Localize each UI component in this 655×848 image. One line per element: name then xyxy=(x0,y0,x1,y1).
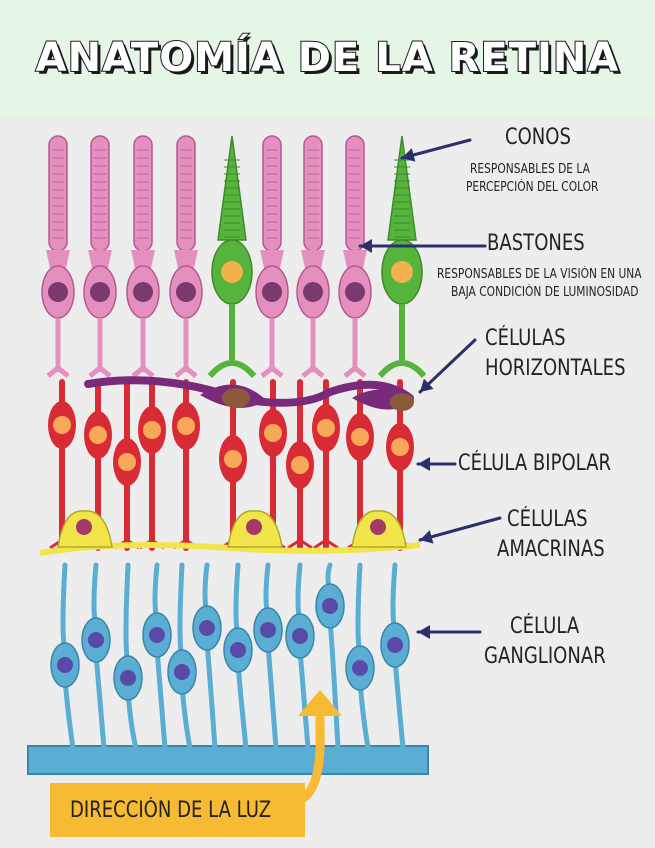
bipolar-terminal xyxy=(287,538,313,550)
rod-inner-segment xyxy=(301,250,325,268)
bipolar-nucleus xyxy=(317,419,335,437)
ganglion-nucleus xyxy=(292,628,308,644)
amacrine-nucleus xyxy=(246,519,262,535)
pointer-arrow-line xyxy=(418,516,502,542)
amacrine-nucleus xyxy=(370,519,386,535)
label-ganglionar-1: CÉLULA xyxy=(510,614,580,639)
rod-terminal xyxy=(46,318,70,378)
page-title: ANATOMÍA DE LA RETINA xyxy=(35,34,620,82)
ganglion-process xyxy=(202,562,218,751)
rod-nucleus xyxy=(176,282,196,302)
rod-inner-segment xyxy=(88,250,112,268)
label-horizontales-1: CÉLULAS xyxy=(485,326,566,351)
ganglion-nucleus xyxy=(174,664,190,680)
rod-outer-segment xyxy=(303,135,323,252)
cone-nucleus xyxy=(221,261,243,283)
rod-terminal xyxy=(343,318,367,378)
rod-inner-segment xyxy=(260,250,284,268)
pointer-arrow-head xyxy=(420,530,434,544)
light-direction-arrowhead xyxy=(298,690,342,716)
bipolar-nucleus xyxy=(351,428,369,446)
amacrine-nucleus xyxy=(76,519,92,535)
rod-outer-segment xyxy=(90,135,110,252)
bipolar-nucleus xyxy=(264,424,282,442)
rod-terminal xyxy=(131,318,155,378)
label-horizontales-2: HORIZONTALES xyxy=(485,356,626,381)
label-bastones-desc-1: RESPONSABLES DE LA VISIÓN EN UNA xyxy=(437,267,642,282)
photoreceptor-layer xyxy=(41,135,427,379)
pointer-arrow-head xyxy=(418,457,430,471)
bipolar-nucleus xyxy=(391,438,409,456)
rod-nucleus xyxy=(262,282,282,302)
bipolar-nucleus xyxy=(118,453,136,471)
horizontal-nucleus xyxy=(390,393,414,411)
label-conos-desc-2: PERCEPCIÓN DEL COLOR xyxy=(466,180,599,195)
rod-nucleus xyxy=(133,282,153,302)
cone-nucleus xyxy=(391,261,413,283)
pointer-arrow-head xyxy=(418,625,430,639)
rod-terminal xyxy=(260,318,284,378)
rod-nucleus xyxy=(303,282,323,302)
nerve-fiber-layer xyxy=(27,745,429,775)
rod-nucleus xyxy=(90,282,110,302)
pointer-arrow-head xyxy=(420,378,434,392)
cone-terminal xyxy=(207,304,257,379)
ganglion-nucleus xyxy=(88,632,104,648)
ganglion-nucleus xyxy=(120,670,136,686)
rod-outer-segment xyxy=(48,135,68,252)
bipolar-nucleus xyxy=(224,450,242,468)
horizontal-cell-layer xyxy=(84,376,414,411)
ganglion-nucleus xyxy=(260,622,276,638)
light-direction-box: DIRECCIÓN DE LA LUZ xyxy=(50,783,305,837)
rod-inner-segment xyxy=(131,250,155,268)
rod-outer-segment xyxy=(262,135,282,252)
label-bastones: BASTONES xyxy=(487,231,585,256)
ganglion-process xyxy=(263,562,279,751)
cone-terminal xyxy=(377,304,427,379)
bipolar-nucleus xyxy=(53,416,71,434)
label-bipolar: CÉLULA BIPOLAR xyxy=(458,451,612,476)
rod-terminal xyxy=(174,318,198,378)
rod-inner-segment xyxy=(46,250,70,268)
horizontal-nucleus xyxy=(222,388,250,408)
label-ganglionar-2: GANGLIONAR xyxy=(484,644,606,669)
ganglion-nucleus xyxy=(352,660,368,676)
label-conos-desc-1: RESPONSABLES DE LA xyxy=(470,162,590,177)
label-amacrinas-1: CÉLULAS xyxy=(507,507,588,532)
label-bastones-desc-2: BAJA CONDICIÓN DE LUMINOSIDAD xyxy=(451,285,639,300)
light-direction-label: DIRECCIÓN DE LA LUZ xyxy=(70,797,272,823)
horizontal-cell-process xyxy=(84,376,414,407)
bipolar-nucleus xyxy=(89,426,107,444)
ganglion-nucleus xyxy=(387,637,403,653)
bipolar-nucleus xyxy=(177,417,195,435)
rod-terminal xyxy=(301,318,325,378)
rod-terminal xyxy=(88,318,112,378)
bipolar-terminal xyxy=(313,538,339,550)
pointer-arrow-head xyxy=(402,148,416,162)
rod-nucleus xyxy=(48,282,68,302)
rod-inner-segment xyxy=(174,250,198,268)
rod-nucleus xyxy=(345,282,365,302)
pointer-arrow-line xyxy=(418,338,477,394)
ganglion-nucleus xyxy=(149,627,165,643)
rod-outer-segment xyxy=(345,135,365,252)
rod-inner-segment xyxy=(343,250,367,268)
ganglion-nucleus xyxy=(57,657,73,673)
label-amacrinas-2: AMACRINAS xyxy=(497,537,605,562)
bipolar-cell-layer xyxy=(48,379,414,551)
rod-outer-segment xyxy=(133,135,153,252)
bipolar-nucleus xyxy=(291,456,309,474)
header: ANATOMÍA DE LA RETINA xyxy=(0,0,655,116)
ganglion-cell-layer xyxy=(27,562,429,775)
bipolar-nucleus xyxy=(143,421,161,439)
ganglion-nucleus xyxy=(230,642,246,658)
rod-outer-segment xyxy=(176,135,196,252)
label-conos: CONOS xyxy=(505,125,571,150)
pointer-arrow-head xyxy=(360,239,372,253)
amacrine-cell-layer xyxy=(39,510,421,556)
ganglion-nucleus xyxy=(199,620,215,636)
ganglion-nucleus xyxy=(322,598,338,614)
